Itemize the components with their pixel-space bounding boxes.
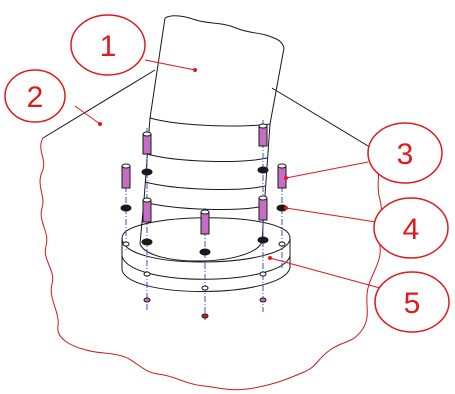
leader-line-right	[271, 87, 379, 153]
washer	[199, 248, 211, 256]
callout-4: 4	[373, 197, 449, 259]
callout-1-label: 1	[100, 30, 117, 63]
washer	[257, 236, 269, 244]
washer	[141, 168, 153, 176]
callout-5: 5	[374, 271, 450, 333]
washer	[122, 241, 130, 247]
bolt	[258, 195, 268, 221]
callout-dots	[98, 68, 288, 260]
callout-3: 3	[367, 122, 443, 184]
callout-1: 1	[70, 14, 146, 76]
washer	[120, 204, 132, 212]
washer-group	[120, 166, 288, 256]
callout-3-label: 3	[397, 138, 414, 171]
bolt-group	[121, 123, 287, 235]
callout-2: 2	[4, 69, 66, 123]
bolt	[142, 131, 152, 155]
bolt	[258, 123, 268, 147]
region-boundary	[39, 137, 382, 391]
callout-4-label: 4	[403, 213, 420, 246]
plate-holes	[143, 271, 267, 319]
leader-line-left	[42, 69, 156, 139]
callout-leaders	[74, 59, 381, 289]
washer	[141, 238, 153, 246]
bolt	[142, 197, 152, 223]
bolt	[277, 163, 287, 189]
bolt	[121, 163, 131, 189]
callout-5-label: 5	[404, 287, 421, 320]
washer	[278, 241, 286, 247]
bolt	[200, 209, 210, 235]
callout-2-label: 2	[27, 81, 44, 114]
washer	[257, 166, 269, 174]
